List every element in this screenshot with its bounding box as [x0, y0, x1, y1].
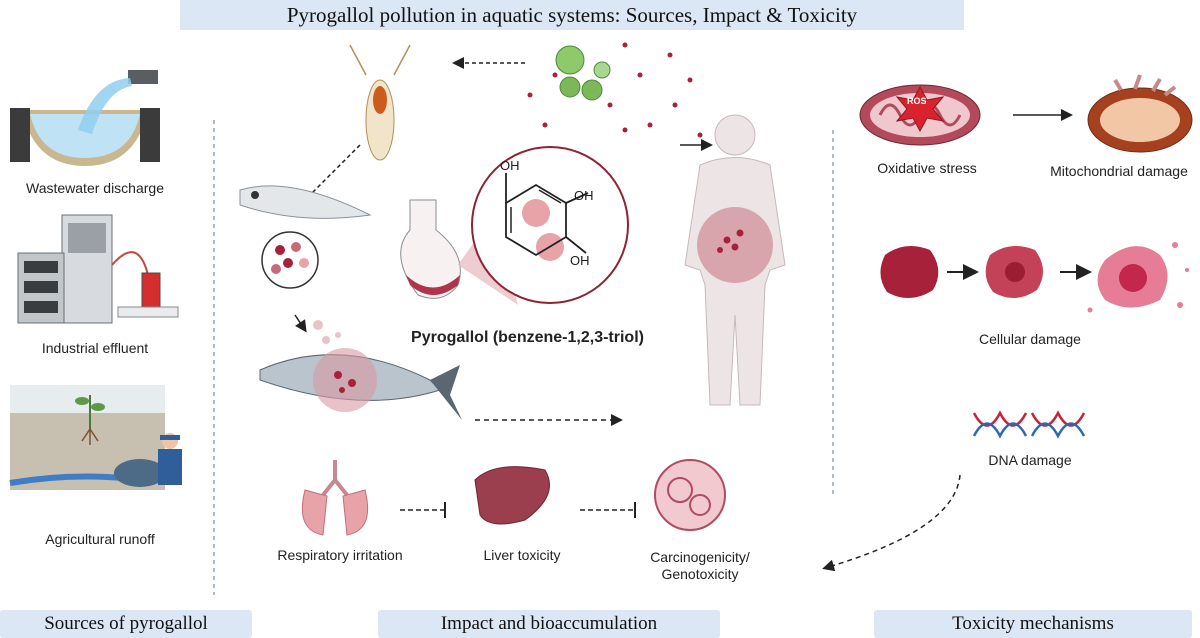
label-liver: Liver toxicity — [483, 547, 561, 563]
section-label-sources: Sources of pyrogallol — [0, 610, 252, 638]
label-cellular: Cellular damage — [979, 331, 1081, 347]
cellular-damage-diagram — [880, 242, 1189, 313]
food-chain-artwork — [239, 42, 786, 426]
pyrogallol-molecule-diagram — [400, 146, 629, 305]
oh-label-1: OH — [500, 158, 520, 173]
agricultural-farm-icon — [9, 385, 182, 490]
organs-row — [301, 459, 726, 536]
label-agricultural: Agricultural runoff — [45, 531, 155, 547]
ros-label: ROS — [907, 96, 927, 106]
page-title: Pyrogallol pollution in aquatic systems:… — [180, 0, 964, 30]
wastewater-pipe-icon — [10, 70, 160, 166]
label-mitochondrial: Mitochondrial damage — [1050, 163, 1188, 179]
oh-label-3: OH — [570, 253, 590, 268]
label-industrial: Industrial effluent — [41, 340, 149, 356]
label-dna: DNA damage — [988, 452, 1072, 468]
molecule-name: Pyrogallol (benzene-1,2,3-triol) — [411, 329, 644, 346]
label-respiratory: Respiratory irritation — [277, 547, 403, 563]
label-carcino-2: Genotoxicity — [661, 566, 739, 582]
label-carcino-1: Carcinogenicity/ — [650, 549, 750, 565]
section-label-toxicity: Toxicity mechanisms — [874, 610, 1192, 638]
mitochondria-diagram — [859, 74, 1193, 153]
industrial-machine-icon — [17, 214, 179, 324]
section-label-impact: Impact and bioaccumulation — [378, 610, 720, 638]
label-oxidative: Oxidative stress — [877, 160, 977, 176]
label-wastewater: Wastewater discharge — [26, 180, 164, 196]
oh-label-2: OH — [574, 188, 594, 203]
dna-icon — [972, 410, 1086, 439]
feedback-arrow — [822, 474, 961, 572]
